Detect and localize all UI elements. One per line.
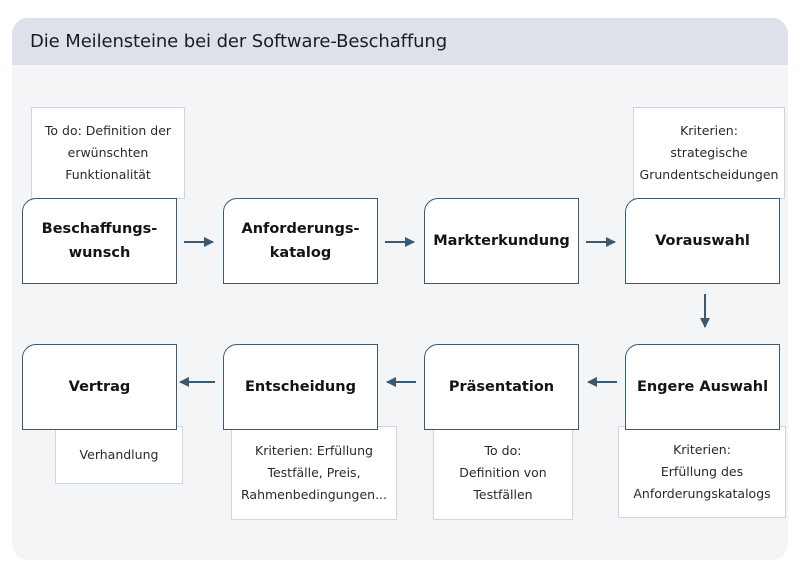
note-vertrag: Verhandlung — [55, 426, 183, 484]
step-markterkundung: Markterkundung — [424, 198, 579, 284]
step-vorauswahl: Vorauswahl — [625, 198, 780, 284]
step-anforderungskatalog: Anforderungs- katalog — [223, 198, 378, 284]
step-praesentation: Präsentation — [424, 344, 579, 430]
step-entscheidung: Entscheidung — [223, 344, 378, 430]
diagram-title: Die Meilensteine bei der Software-Bescha… — [30, 31, 448, 52]
note-vorauswahl: Kriterien: strategische Grundentscheidun… — [633, 107, 785, 199]
step-vertrag: Vertrag — [22, 344, 177, 430]
header-bar: Die Meilensteine bei der Software-Bescha… — [12, 18, 788, 65]
step-engere-auswahl: Engere Auswahl — [625, 344, 780, 430]
note-engere-auswahl: Kriterien: Erfüllung des Anforderungskat… — [618, 426, 786, 518]
note-entscheidung: Kriterien: Erfüllung Testfälle, Preis, R… — [231, 426, 397, 520]
note-beschaffungswunsch: To do: Definition der erwünschten Funkti… — [31, 107, 185, 199]
step-beschaffungswunsch: Beschaffungs- wunsch — [22, 198, 177, 284]
